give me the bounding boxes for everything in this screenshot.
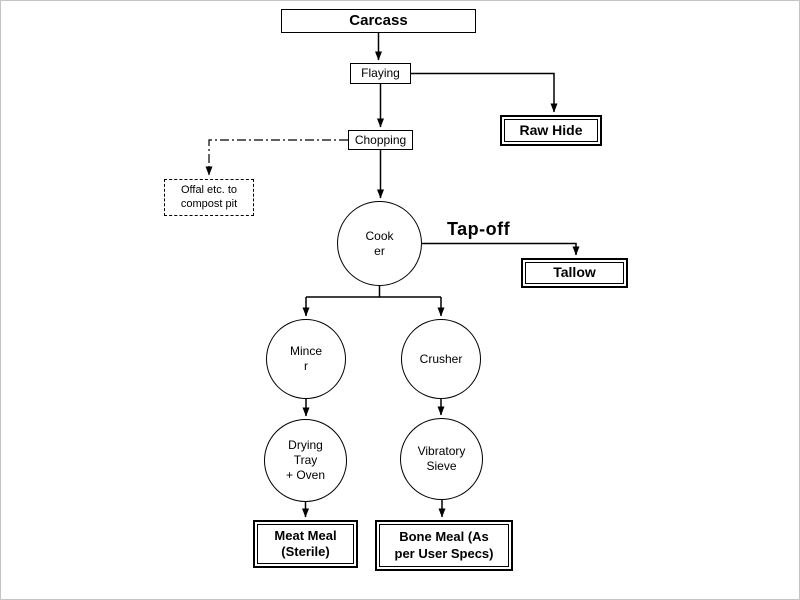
edge-flaying-rawhide [411, 72, 558, 113]
node-flaying: Flaying [350, 63, 411, 84]
node-raw-hide: Raw Hide [500, 115, 602, 146]
node-drying-tray-oven: Drying Tray + Oven [264, 419, 347, 502]
node-carcass: Carcass [281, 9, 476, 33]
node-tallow-label: Tallow [553, 264, 596, 281]
node-flaying-label: Flaying [361, 66, 400, 80]
edge-label-tap-off: Tap-off [447, 219, 511, 239]
node-chopping-label: Chopping [354, 132, 407, 147]
edge-chopping-offal [205, 139, 348, 176]
node-meat-meal-label: Meat Meal (Sterile) [274, 527, 337, 559]
node-mincer: Mince r [266, 319, 346, 399]
node-cooker: Cook er [337, 201, 422, 286]
node-crusher: Crusher [401, 319, 481, 399]
node-bone-meal-label: Bone Meal (As per User Specs) [394, 529, 494, 561]
node-vibratory-sieve: Vibratory Sieve [400, 418, 483, 500]
node-mincer-label: Mince r [289, 344, 322, 373]
node-raw-hide-label: Raw Hide [519, 121, 583, 138]
edge-cooker-tallow [422, 242, 580, 256]
node-offal-compost: Offal etc. to compost pit [164, 179, 254, 216]
node-tallow: Tallow [521, 258, 628, 288]
node-drying-tray-oven-label: Drying Tray + Oven [285, 438, 326, 482]
node-carcass-label: Carcass [349, 11, 408, 29]
node-cooker-label: Cook er [365, 228, 394, 258]
node-chopping: Chopping [348, 130, 413, 150]
node-vibratory-sieve-label: Vibratory Sieve [417, 444, 466, 473]
node-offal-compost-label: Offal etc. to compost pit [180, 183, 238, 210]
node-meat-meal: Meat Meal (Sterile) [253, 520, 358, 568]
node-crusher-label: Crusher [419, 351, 463, 366]
node-bone-meal: Bone Meal (As per User Specs) [375, 520, 513, 571]
